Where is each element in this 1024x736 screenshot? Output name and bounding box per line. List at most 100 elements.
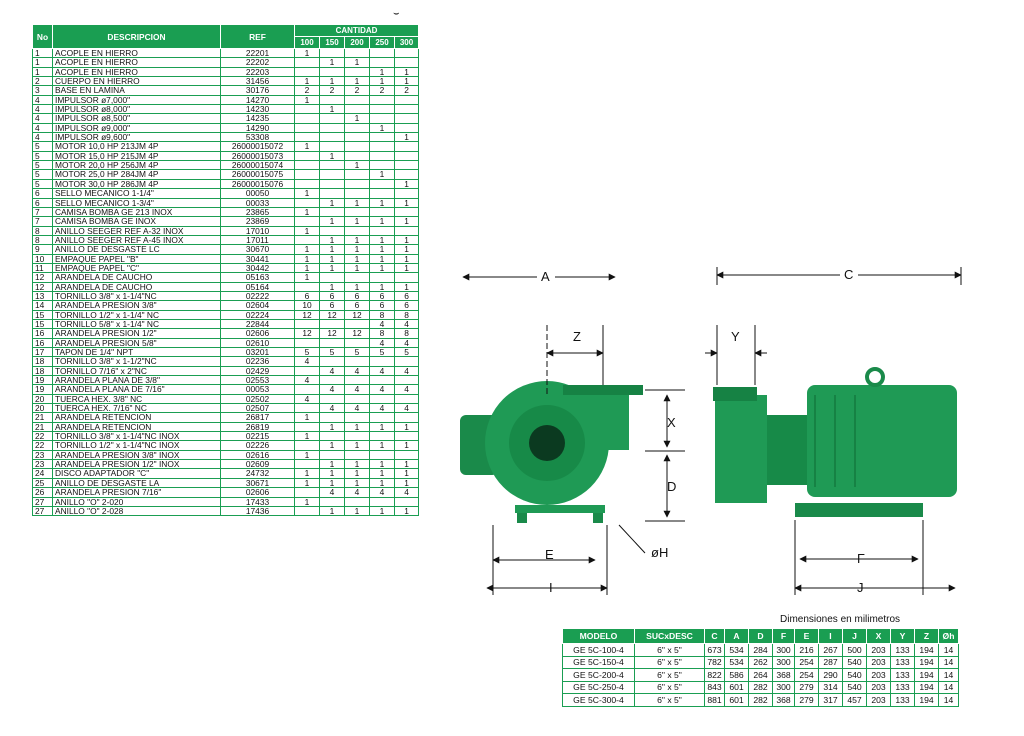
cell-quantity: 1: [393, 216, 420, 227]
dim-cell: 6" x 5": [634, 693, 705, 707]
dim-d-label: D: [667, 479, 676, 494]
cell-desc: TORNILLO 3/8" x 1-1/4"NC: [52, 290, 221, 302]
cell-quantity: [319, 496, 345, 507]
cell-quantity: [393, 188, 420, 199]
cell-quantity: [344, 132, 370, 143]
cell-desc: IMPULSOR ø8,000": [52, 104, 221, 115]
cell-quantity: 1: [319, 57, 345, 68]
cell-desc: CAMISA BOMBA GE INOX: [52, 216, 221, 227]
cell-quantity: 1: [369, 477, 395, 489]
cell-quantity: 1: [393, 477, 420, 489]
dim-cell: 279: [794, 680, 819, 694]
cell-quantity: [319, 431, 345, 442]
cell-quantity: [294, 104, 320, 115]
cell-quantity: [393, 122, 420, 134]
cell-quantity: [393, 412, 420, 423]
cell-quantity: 1: [294, 272, 320, 283]
dim-x-label: X: [667, 415, 676, 430]
cell-quantity: 6: [393, 300, 420, 311]
cell-quantity: [393, 449, 420, 461]
cell-quantity: [393, 169, 420, 180]
cell-quantity: [344, 449, 370, 461]
dim-header: X: [866, 628, 891, 644]
cell-quantity: [319, 132, 345, 143]
cell-quantity: [294, 421, 320, 433]
cell-quantity: [393, 225, 420, 236]
cell-quantity: [393, 206, 420, 218]
cell-quantity: [319, 393, 345, 405]
cell-desc: MOTOR 10,0 HP 213JM 4P: [52, 141, 221, 152]
cell-quantity: [369, 160, 395, 171]
dim-cell: 540: [842, 668, 867, 682]
cell-quantity: [369, 431, 395, 442]
cell-no: 2: [32, 76, 53, 87]
cell-quantity: [344, 141, 370, 152]
parts-table: No DESCRIPCION REF CANTIDAD 100 150 200 …: [32, 24, 420, 517]
dim-cell: 287: [818, 655, 843, 669]
dim-cell: 254: [794, 668, 819, 682]
cell-quantity: [393, 141, 420, 152]
cell-quantity: 1: [369, 66, 395, 78]
cell-ref: 30442: [220, 262, 295, 274]
page-mark: ⌣: [393, 8, 400, 19]
cell-quantity: [369, 206, 395, 218]
cell-quantity: [344, 412, 370, 423]
cell-quantity: 12: [294, 309, 320, 320]
cell-ref: 22844: [220, 318, 295, 330]
cell-ref: 26000015074: [220, 160, 295, 171]
cell-desc: MOTOR 25,0 HP 284JM 4P: [52, 169, 221, 180]
cell-no: 16: [32, 337, 53, 349]
cell-ref: 02222: [220, 290, 295, 302]
cell-no: 13: [32, 290, 53, 302]
cell-quantity: [393, 113, 420, 124]
cell-quantity: 1: [294, 47, 320, 59]
cell-no: 4: [32, 132, 53, 143]
cell-quantity: [319, 188, 345, 199]
cell-quantity: 1: [294, 477, 320, 489]
cell-quantity: 1: [393, 281, 420, 292]
cell-desc: ARANDELA RETENCION: [52, 412, 221, 423]
cell-quantity: [344, 169, 370, 180]
cell-quantity: 1: [294, 188, 320, 199]
cell-quantity: 1: [344, 216, 370, 227]
cell-quantity: 1: [294, 262, 320, 274]
cell-quantity: [344, 356, 370, 367]
dim-cell: 14: [938, 655, 959, 669]
cell-quantity: 1: [393, 262, 420, 274]
cell-no: 15: [32, 309, 53, 320]
cell-quantity: [344, 375, 370, 386]
dim-cell: 6" x 5": [634, 680, 705, 694]
cell-quantity: 1: [319, 440, 345, 451]
cell-quantity: [294, 122, 320, 134]
cell-quantity: [319, 449, 345, 461]
cell-quantity: 4: [294, 393, 320, 405]
cell-no: 8: [32, 234, 53, 246]
cell-desc: ACOPLE EN HIERRO: [52, 57, 221, 68]
cell-quantity: 1: [344, 76, 370, 87]
dim-cell: 267: [818, 643, 843, 657]
cell-quantity: 1: [294, 496, 320, 507]
cell-ref: 03201: [220, 346, 295, 358]
cell-quantity: [344, 393, 370, 405]
dim-cell: 133: [890, 655, 915, 669]
cell-quantity: [393, 393, 420, 405]
cell-desc: ACOPLE EN HIERRO: [52, 66, 221, 78]
cell-quantity: 5: [294, 346, 320, 358]
cell-quantity: [393, 94, 420, 106]
cell-quantity: 8: [393, 309, 420, 320]
cell-quantity: [294, 57, 320, 68]
cell-quantity: 1: [344, 253, 370, 264]
